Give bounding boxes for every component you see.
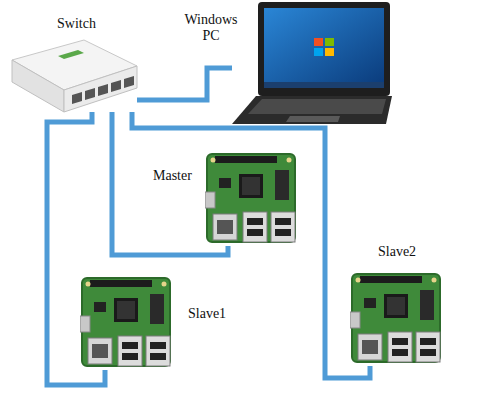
network-switch: Switch [12,40,137,112]
device-label: Slave1 [188,306,226,322]
windows-pc: Windows PC [232,2,392,124]
raspberry-pi-board [205,154,295,242]
device-label: Master [153,168,192,184]
device-label: Windows PC [182,12,240,44]
raspberry-pi-board [80,278,170,366]
master-node: Master [205,148,300,246]
slave-node: Slave2 [350,268,445,366]
switch-illustration [12,40,137,112]
network-cable [137,68,232,100]
slave-node: Slave1 [80,272,175,370]
device-label: Slave2 [378,244,416,260]
raspberry-pi-board [350,274,440,362]
laptop-illustration [232,2,392,124]
device-label: Switch [57,16,96,32]
